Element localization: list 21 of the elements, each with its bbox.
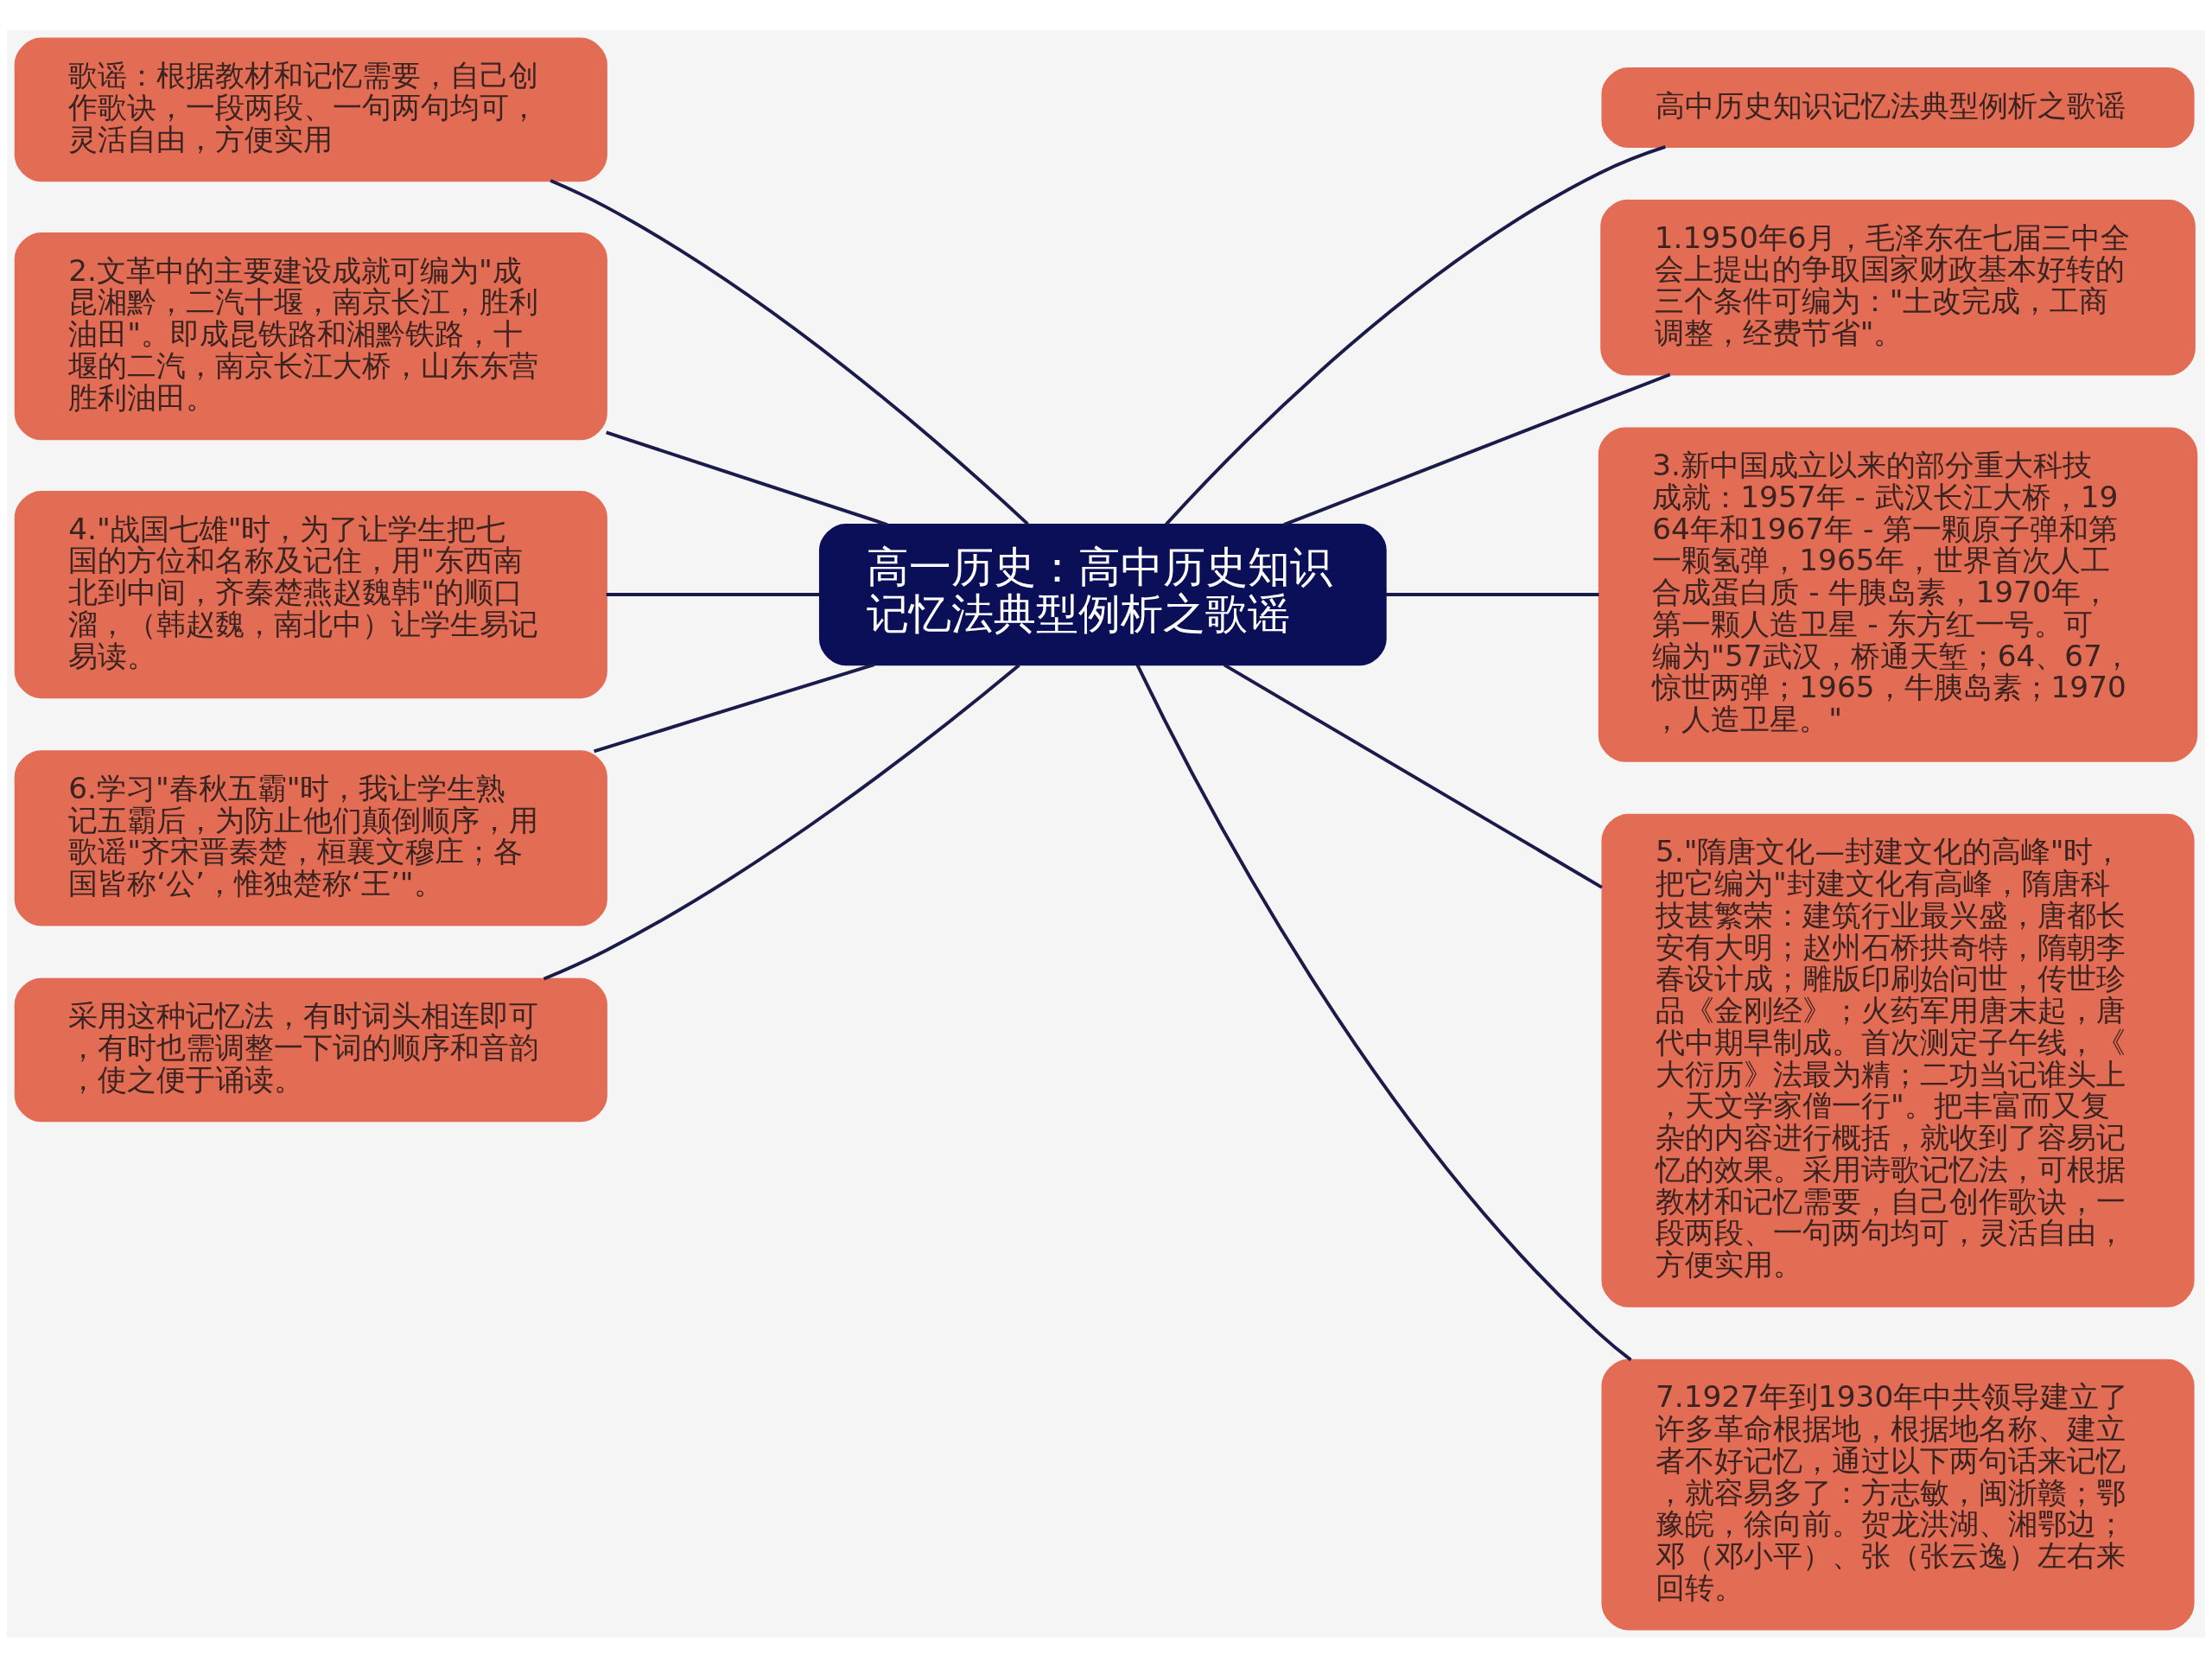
connector [1283,372,1671,526]
node-box: 采用这种记忆法，有时词头相连即可，有时也需调整一下词的顺序和音韵，使之便于诵读。 [14,977,607,1122]
node-box: 7.1927年到1930年中共领导建立了许多革命根据地，根据地名称、建立者不好记忆，通过以下两句话来记忆，就容易多了：方志敏，闽浙赣；鄂豫皖，徐向前。贺龙洪湖、湘鄂边；邓（邓小平）、张（张云逸）左右来回转。 [1601,1358,2195,1630]
connector [550,178,1029,525]
connector [543,663,1020,981]
node-box: 1.1950年6月，毛泽东在七届三中全会上提出的争取国家财政基本好转的三个条件可编为："土改完成，工商调整，经费节省"。 [1600,199,2196,375]
connector [606,430,888,526]
connector [1386,592,1599,596]
connector [1223,663,1603,889]
connector [606,592,820,596]
node-box: 5."隋唐文化—封建文化的高峰"时，把它编为"封建文化有高峰，隋唐科技甚繁荣：建筑行业最兴盛，唐都长安有大明；赵州石桥拱奇特，隋朝李春设计成；雕版印刷始问世，传世珍品《金刚经》；火药军用唐末起，唐代中期早制成。首次测定子午线，《大衍历》法最为精；二功当记谁头上，天文学家僧一行"。把丰富而又复杂的内容进行概括，就收到了容易记忆的效果。采用诗歌记忆法，可根据教材和记忆需要，自己创作歌诀，一段两段、一句两句均可，灵活自由，方便实用。 [1601,813,2195,1308]
connector [1165,144,1666,525]
node-box: 3.新中国成立以来的部分重大科技成就：1957年 - 武汉长江大桥，1964年和1967年 - 第一颗原子弹和第一颗氢弹，1965年，世界首次人工合成蛋白质 - 牛胰岛素，1970年，第一颗人造卫星 - 东方红一号。可编为"57武汉，桥通天堑；64、67，惊世两弹；1965，牛胰岛素；1970，人造卫星。" [1598,427,2198,762]
node-box: 歌谣：根据教材和记忆需要，自己创作歌诀，一段两段、一句两句均可，灵活自由，方便实用 [14,37,607,181]
node-box: 2.文革中的主要建设成就可编为"成昆湘黔，二汽十堰，南京长江，胜利油田"。即成昆铁路和湘黔铁路，十堰的二汽，南京长江大桥，山东东营胜利油田。 [14,232,607,440]
node-box: 高中历史知识记忆法典型例析之歌谣 [1601,67,2195,148]
node-box: 4."战国七雄"时，为了让学生把七国的方位和名称及记住，用"东西南北到中间，齐秦楚燕赵魏韩"的顺口溜，（韩赵魏，南北中）让学生易记易读。 [14,490,607,698]
node-box: 6.学习"春秋五霸"时，我让学生熟记五霸后，为防止他们颠倒顺序，用歌谣"齐宋晋秦楚，桓襄文穆庄；各国皆称‘公’，惟独楚称‘王’"。 [14,749,607,926]
connector [593,662,875,753]
connector [1135,664,1632,1361]
node-box: 高一历史：高中历史知识记忆法典型例析之歌谣 [818,523,1387,665]
